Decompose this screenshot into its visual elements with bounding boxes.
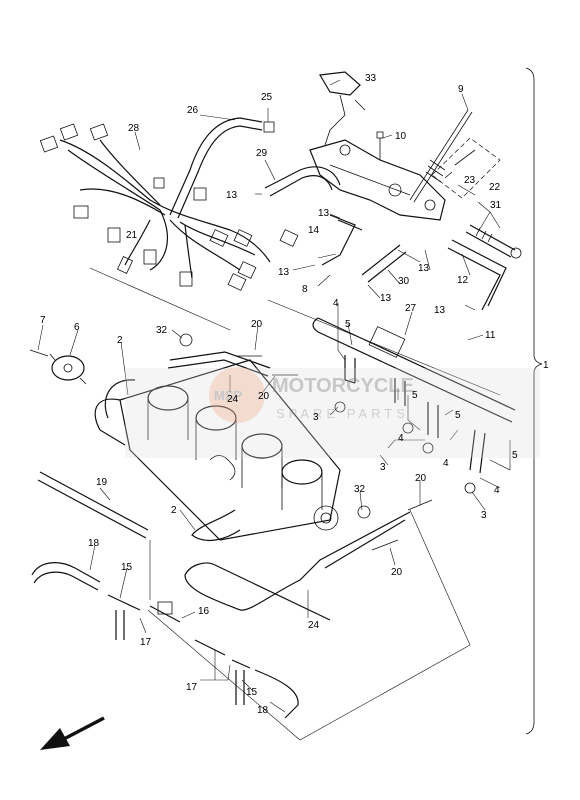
callout-13: 13: [278, 267, 290, 278]
clip-32-top: [179, 333, 193, 347]
callout-17: 17: [140, 637, 152, 648]
callout-2: 2: [171, 505, 177, 516]
callout-27: 27: [405, 303, 417, 314]
callout-20: 20: [251, 319, 263, 330]
callout-18: 18: [257, 705, 269, 716]
callout-18: 18: [88, 538, 100, 549]
rod-19: [39, 471, 149, 531]
callout-14: 14: [308, 225, 320, 236]
callout-32: 32: [156, 325, 168, 336]
callout-20: 20: [391, 567, 403, 578]
adjust-screw-31: [465, 224, 522, 259]
callout-19: 19: [96, 477, 108, 488]
callout-10: 10: [395, 131, 407, 142]
callout-12: 12: [457, 275, 469, 286]
bolt-20d: [371, 539, 399, 551]
watermark-sub: SPARE PARTS: [276, 406, 409, 421]
callout-15: 15: [246, 687, 258, 698]
callout-25: 25: [261, 92, 273, 103]
detail-box-22: [431, 137, 501, 199]
screw-7: [29, 349, 49, 357]
callout-16: 16: [198, 606, 210, 617]
watermark-brand: MOTORCYCLE: [272, 375, 414, 397]
callout-17: 17: [186, 682, 198, 693]
clip-32-bottom: [357, 505, 371, 519]
callout-22: 22: [489, 182, 501, 193]
hose-2-upper: [94, 379, 136, 446]
callout-5: 5: [345, 319, 351, 330]
callout-13: 13: [418, 263, 430, 274]
callout-4: 4: [398, 433, 404, 444]
callout-28: 28: [128, 123, 140, 134]
watermark-badge-icon: [209, 367, 265, 423]
callout-9: 9: [458, 84, 464, 95]
watermark-badge: MSP: [214, 388, 243, 403]
callout-31: 31: [490, 200, 502, 211]
callout-11: 11: [485, 330, 496, 341]
watermark: MSP MOTORCYCLE SPARE PARTS: [125, 367, 540, 458]
callout-13: 13: [434, 305, 446, 316]
callout-3: 3: [481, 510, 487, 521]
fuel-rail-assembly: [312, 317, 516, 494]
callout-4: 4: [333, 298, 339, 309]
callout-3: 3: [380, 462, 386, 473]
callout-labels: 1 2 2 3 3 3 4 4 4 4 5 5 5 5 6 7 8 9 10 1…: [40, 73, 549, 716]
callout-4: 4: [494, 485, 500, 496]
callout-32: 32: [354, 484, 366, 495]
sensor-bracket-assembly: [309, 71, 473, 221]
callout-8: 8: [302, 284, 308, 295]
hose-2-lower: [191, 509, 241, 542]
callout-20: 20: [415, 473, 427, 484]
callout-29: 29: [256, 148, 268, 159]
callout-15: 15: [121, 562, 133, 573]
callout-20: 20: [258, 391, 270, 402]
throttle-body: [119, 359, 341, 541]
callout-5: 5: [512, 450, 518, 461]
callout-7: 7: [40, 315, 46, 326]
callout-6: 6: [74, 322, 80, 333]
hoses-group: [264, 166, 507, 311]
callout-24: 24: [308, 620, 320, 631]
hose-24: [184, 511, 411, 621]
callout-13: 13: [226, 190, 238, 201]
callout-13: 13: [318, 208, 330, 219]
callout-5: 5: [412, 390, 418, 401]
leader-lines: [37, 79, 511, 713]
front-direction-arrow-icon: [40, 716, 105, 750]
callout-4: 4: [443, 458, 449, 469]
callout-30: 30: [398, 276, 410, 287]
assembly-bracket: [525, 67, 543, 735]
wire-harness: [39, 123, 299, 291]
callout-13: 13: [380, 293, 392, 304]
callout-26: 26: [187, 105, 199, 116]
callout-24: 24: [227, 394, 239, 405]
callout-2: 2: [117, 335, 123, 346]
callout-23: 23: [464, 175, 476, 186]
callout-21: 21: [126, 230, 138, 241]
callout-5: 5: [455, 410, 461, 421]
callout-3: 3: [313, 412, 319, 423]
callout-1: 1: [543, 360, 549, 371]
callout-33: 33: [365, 73, 377, 84]
throttle-sensor-6: [49, 353, 87, 385]
breather-hose: [169, 117, 263, 216]
cap-25: [263, 121, 275, 133]
lower-tube-group: [31, 562, 299, 719]
